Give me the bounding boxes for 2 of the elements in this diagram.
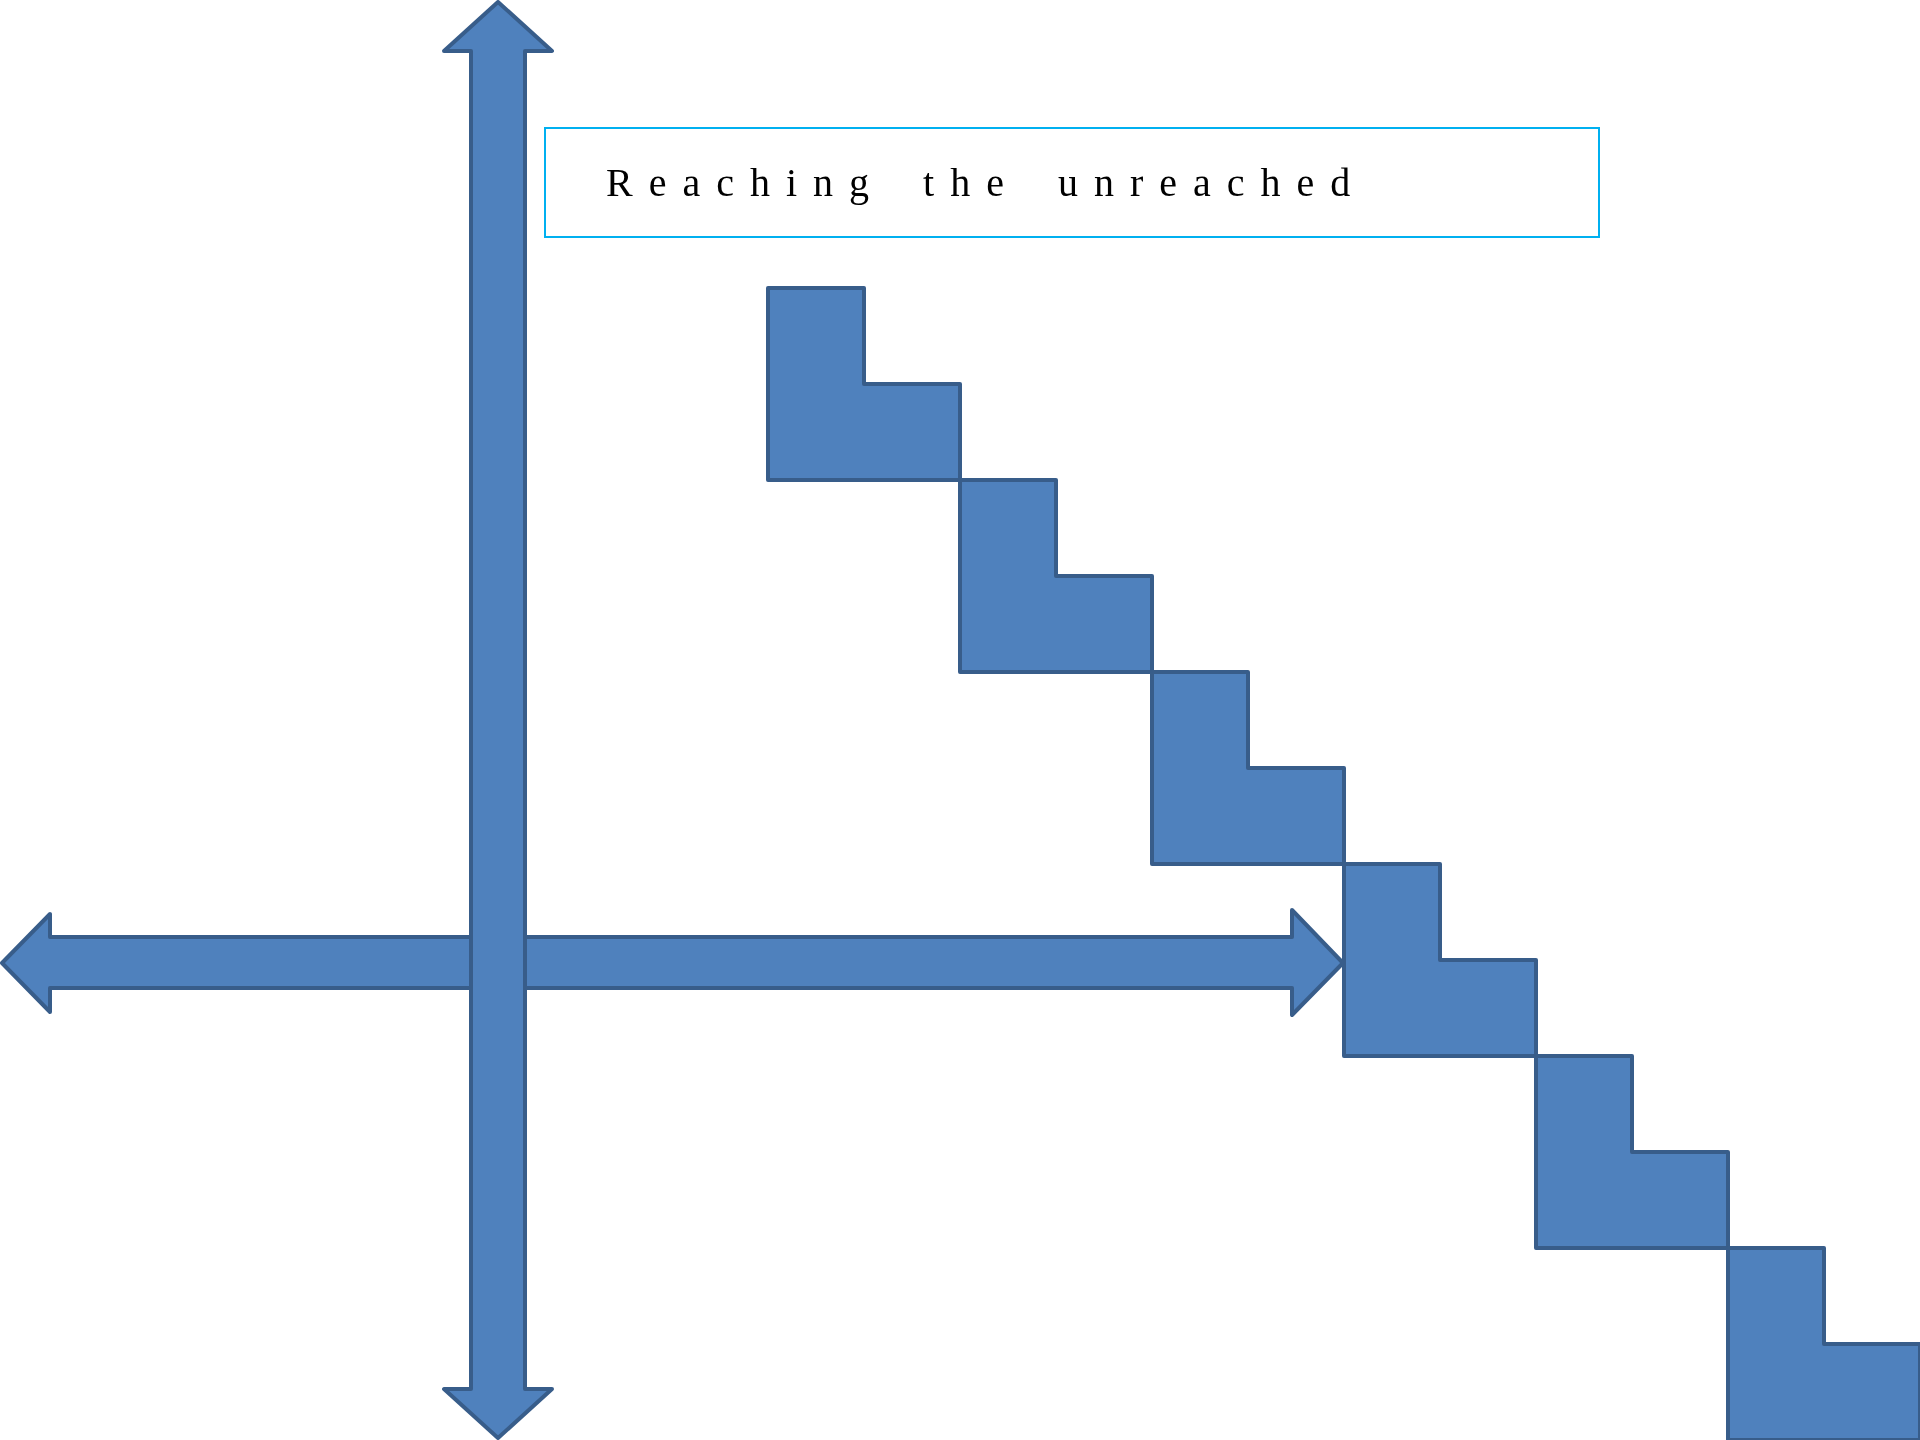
title-box — [544, 127, 1600, 238]
title-text: Reaching the unreached — [606, 159, 1367, 206]
